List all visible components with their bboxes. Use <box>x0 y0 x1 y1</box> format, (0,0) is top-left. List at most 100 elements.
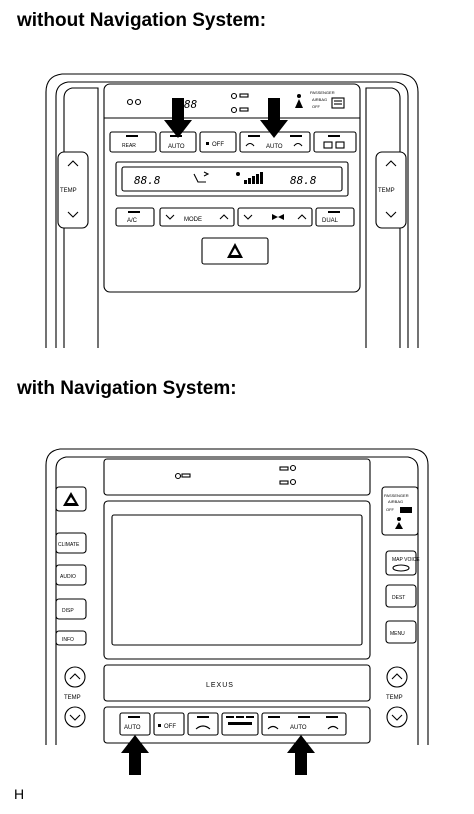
svg-text:TEMP: TEMP <box>60 188 77 194</box>
inner-bezel <box>55 81 409 348</box>
fan-icon <box>272 214 284 220</box>
lexus-logo: LEXUS <box>206 682 234 689</box>
outer-bezel <box>45 73 419 348</box>
svg-text:TEMP: TEMP <box>378 188 395 194</box>
indicator-light <box>126 98 134 106</box>
off-button[interactable]: OFF <box>199 131 237 153</box>
svg-text:AIRBAG: AIRBAG <box>312 97 327 102</box>
chevron-down-icon <box>391 714 403 721</box>
svg-text:DUAL: DUAL <box>322 218 339 224</box>
svg-text:AIRBAG: AIRBAG <box>388 499 403 504</box>
auto-button-left[interactable]: AUTO <box>119 712 151 736</box>
top-vent-strip <box>103 458 371 496</box>
heading-without-navigation: without Navigation System: <box>17 10 267 31</box>
hazard-button[interactable] <box>55 486 87 512</box>
svg-text:AUTO: AUTO <box>168 144 185 150</box>
svg-text:OFF: OFF <box>312 104 321 109</box>
temp-control-right[interactable]: TEMP <box>375 151 407 229</box>
climate-panel-with-nav: LEXUS CLIMATE AUDIO DISP INFO PASSENGER … <box>45 448 429 775</box>
svg-text:CLIMATE: CLIMATE <box>58 542 80 548</box>
passenger-airbag-indicator: PASSENGER AIRBAG OFF <box>310 90 345 109</box>
up-arrow-icon <box>121 735 149 775</box>
climate-panel-without-nav: 88 PASSENGER AIRBAG OFF REAR AUTO OFF AU… <box>45 73 419 348</box>
chevron-up-icon <box>69 673 81 680</box>
seatbelt-icon <box>397 517 401 521</box>
off-button[interactable]: OFF <box>153 712 185 736</box>
temp-down-right[interactable] <box>386 706 408 728</box>
chevron-down-icon <box>165 214 175 220</box>
svg-text:AUTO: AUTO <box>290 725 307 731</box>
chevron-up-icon <box>219 214 229 220</box>
svg-text:OFF: OFF <box>212 142 224 148</box>
ac-button[interactable]: A/C <box>115 207 155 227</box>
figure-code: H <box>14 786 25 802</box>
dest-button[interactable]: DEST <box>385 584 417 608</box>
passenger-airbag-indicator: PASSENGER AIRBAG OFF <box>381 486 419 536</box>
temp-control-left[interactable]: TEMP <box>57 151 89 229</box>
svg-text:AUTO: AUTO <box>266 144 283 150</box>
front-defog-button[interactable] <box>187 712 219 736</box>
svg-text:88.8: 88.8 <box>134 174 161 187</box>
chevron-down-icon <box>385 211 397 218</box>
climate-button[interactable]: CLIMATE <box>55 532 87 554</box>
svg-text:DISP: DISP <box>62 608 74 614</box>
audio-button[interactable]: AUDIO <box>55 564 87 586</box>
inner-bezel <box>55 456 419 745</box>
svg-text:TEMP: TEMP <box>386 695 403 701</box>
svg-text:MENU: MENU <box>390 631 405 637</box>
svg-text:MAP VOICE: MAP VOICE <box>392 557 420 563</box>
chevron-up-icon <box>391 673 403 680</box>
svg-text:OFF: OFF <box>386 507 395 512</box>
heading-with-navigation: with Navigation System: <box>17 378 237 399</box>
svg-text:REAR: REAR <box>122 143 136 149</box>
temp-up-right[interactable] <box>386 666 408 688</box>
temp-control-right[interactable]: TEMP <box>386 666 408 728</box>
svg-text:AUTO: AUTO <box>124 725 141 731</box>
fan-speed-bars <box>236 172 263 184</box>
temp-control-left[interactable]: TEMP <box>64 666 86 728</box>
svg-text:AUDIO: AUDIO <box>60 574 76 580</box>
defog-button[interactable] <box>313 131 357 153</box>
outer-bezel <box>45 448 429 745</box>
fan-button[interactable] <box>237 207 313 227</box>
chevron-down-icon <box>69 714 81 721</box>
auto-button-right[interactable]: AUTO <box>261 712 347 736</box>
climate-lcd: 88.8 88.8 <box>115 161 349 197</box>
temp-up-left[interactable] <box>64 666 86 688</box>
climate-button-strip <box>103 706 371 744</box>
chevron-up-icon <box>385 160 397 167</box>
svg-text:OFF: OFF <box>164 724 176 730</box>
chevron-up-icon <box>67 160 79 167</box>
svg-text:A/C: A/C <box>127 218 138 224</box>
down-arrow-icon <box>164 98 192 138</box>
center-face <box>103 83 361 293</box>
map-voice-button[interactable]: MAP VOICE <box>385 550 420 576</box>
info-button[interactable]: INFO <box>55 630 87 646</box>
dual-button[interactable]: DUAL <box>315 207 355 227</box>
seat-airflow-icon <box>193 171 210 183</box>
svg-text:DEST: DEST <box>392 595 405 601</box>
auto-button-right[interactable]: AUTO <box>239 131 311 153</box>
chevron-down-icon <box>243 214 253 220</box>
seat-climate-button[interactable] <box>221 712 259 736</box>
chevron-down-icon <box>67 211 79 218</box>
svg-text:88.8: 88.8 <box>290 174 317 187</box>
svg-text:INFO: INFO <box>62 637 74 643</box>
svg-text:TEMP: TEMP <box>64 695 81 701</box>
down-arrow-icon <box>260 98 288 138</box>
rear-defog-button[interactable]: REAR <box>109 131 157 153</box>
svg-text:PASSENGER: PASSENGER <box>384 493 409 498</box>
menu-button[interactable]: MENU <box>385 620 417 644</box>
disp-button[interactable]: DISP <box>55 598 87 620</box>
left-side-panel <box>63 87 99 348</box>
hazard-button[interactable] <box>201 237 269 265</box>
chevron-up-icon <box>297 214 307 220</box>
seatbelt-icon <box>295 94 303 108</box>
svg-text:MODE: MODE <box>184 217 202 223</box>
temp-down-left[interactable] <box>64 706 86 728</box>
mode-button[interactable]: MODE <box>159 207 235 227</box>
svg-text:PASSENGER: PASSENGER <box>310 90 335 95</box>
up-arrow-icon <box>287 735 315 775</box>
top-display: 88 <box>184 98 198 111</box>
navigation-screen[interactable] <box>103 500 371 660</box>
